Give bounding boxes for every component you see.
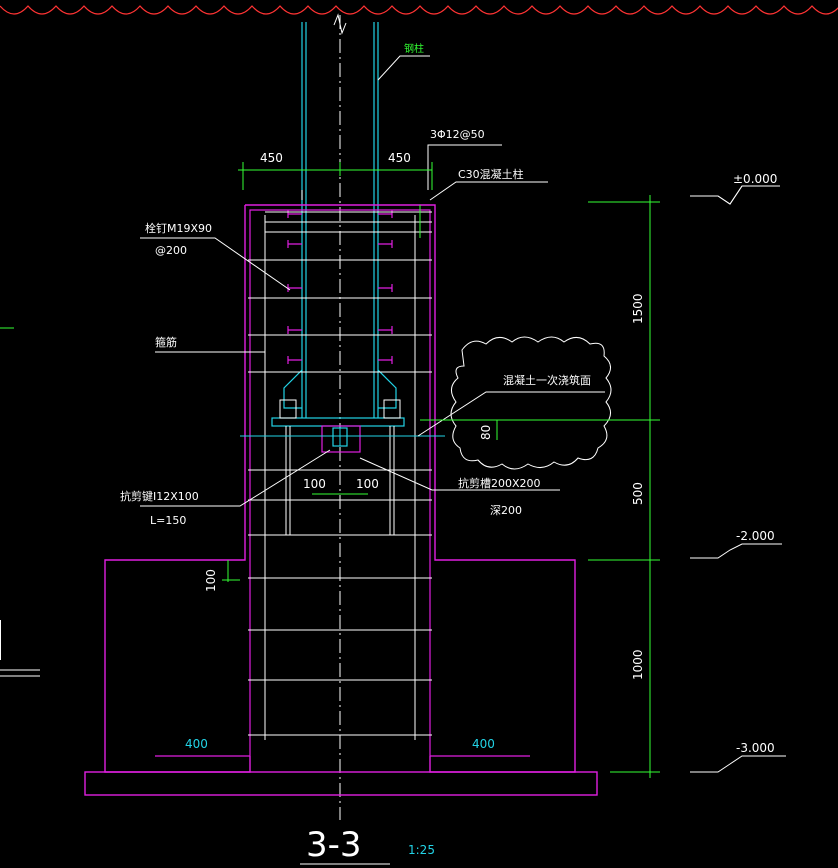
label-shear-slot-depth: 深200 (490, 504, 522, 517)
elev-top: ±0.000 (733, 172, 777, 186)
dim-step: 100 (204, 569, 218, 592)
dim-top-left: 450 (260, 151, 283, 165)
label-stirrup: 箍筋 (155, 335, 177, 349)
label-shear-key-length: L=150 (150, 514, 186, 527)
shear-key (321, 425, 361, 453)
dim-base-left: 400 (185, 737, 208, 751)
dim-gap: 80 (479, 425, 493, 440)
label-steel-column: 钢柱 (404, 42, 424, 55)
rebar (248, 211, 432, 740)
section-scale: 1:25 (408, 843, 435, 857)
elevation-marker-top-triangle (717, 185, 743, 205)
label-shear-slot: 抗剪槽200X200 (458, 476, 541, 490)
dimension-lines (0, 162, 660, 778)
dim-height-middle: 500 (631, 482, 645, 505)
revision-cloud-joint (450, 336, 612, 470)
elev-middle: -2.000 (736, 529, 775, 543)
break-mark (333, 13, 347, 35)
dim-bolt-right: 100 (356, 477, 379, 491)
dim-height-lower: 1000 (631, 649, 645, 680)
label-rebar: 3Φ12@50 (430, 128, 485, 141)
dim-height-upper: 1500 (631, 293, 645, 324)
label-shear-key: 抗剪键I12X100 (120, 489, 199, 503)
label-pour-joint: 混凝土一次浇筑面 (503, 373, 591, 387)
dim-top-right: 450 (388, 151, 411, 165)
section-title: 3-3 (306, 825, 362, 865)
pedestal-inner (249, 209, 431, 756)
label-studs-spacing: @200 (155, 244, 187, 257)
elev-bottom: -3.000 (736, 741, 775, 755)
leaders (140, 55, 605, 507)
dim-base-right: 400 (472, 737, 495, 751)
base-slab (84, 771, 598, 796)
shear-studs (287, 210, 393, 364)
dim-bolt-left: 100 (303, 477, 326, 491)
revision-cloud-top (0, 5, 838, 15)
label-studs: 栓钉M19X90 (145, 221, 212, 235)
elevation-markers (690, 185, 786, 773)
steel-column (271, 22, 405, 427)
label-concrete: C30混凝土柱 (458, 167, 524, 181)
